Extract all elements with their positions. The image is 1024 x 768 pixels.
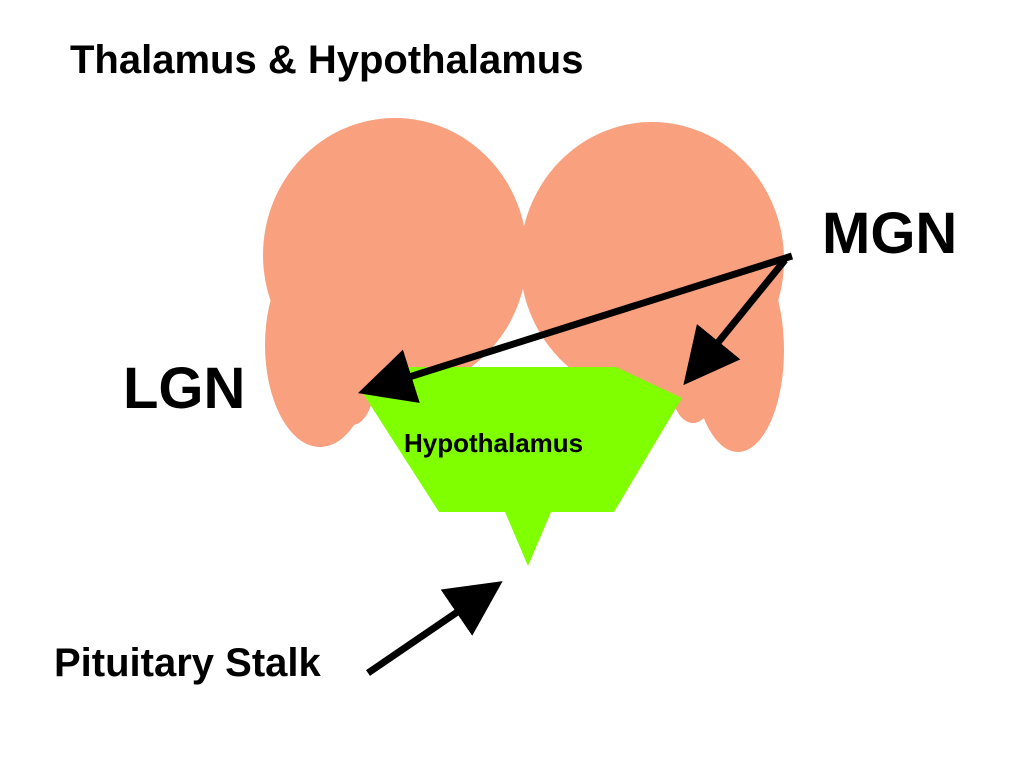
arrows [357,252,794,676]
pituitary-stalk-label: Pituitary Stalk [54,641,321,685]
mgn-to-mgn-arrow [683,257,788,386]
thalamus-left-small-lobe [330,345,374,425]
hypothalamus-shape [362,367,682,566]
pituitary-stalk-arrow [366,581,503,676]
lgn-label: LGN [123,356,246,421]
mgn-label: MGN [822,201,958,266]
hypothalamus-label: Hypothalamus [404,428,584,458]
thalamus-shape [263,118,784,452]
mgn-to-lgn-arrow [357,252,794,403]
slide-title: Thalamus & Hypothalamus [70,38,584,82]
